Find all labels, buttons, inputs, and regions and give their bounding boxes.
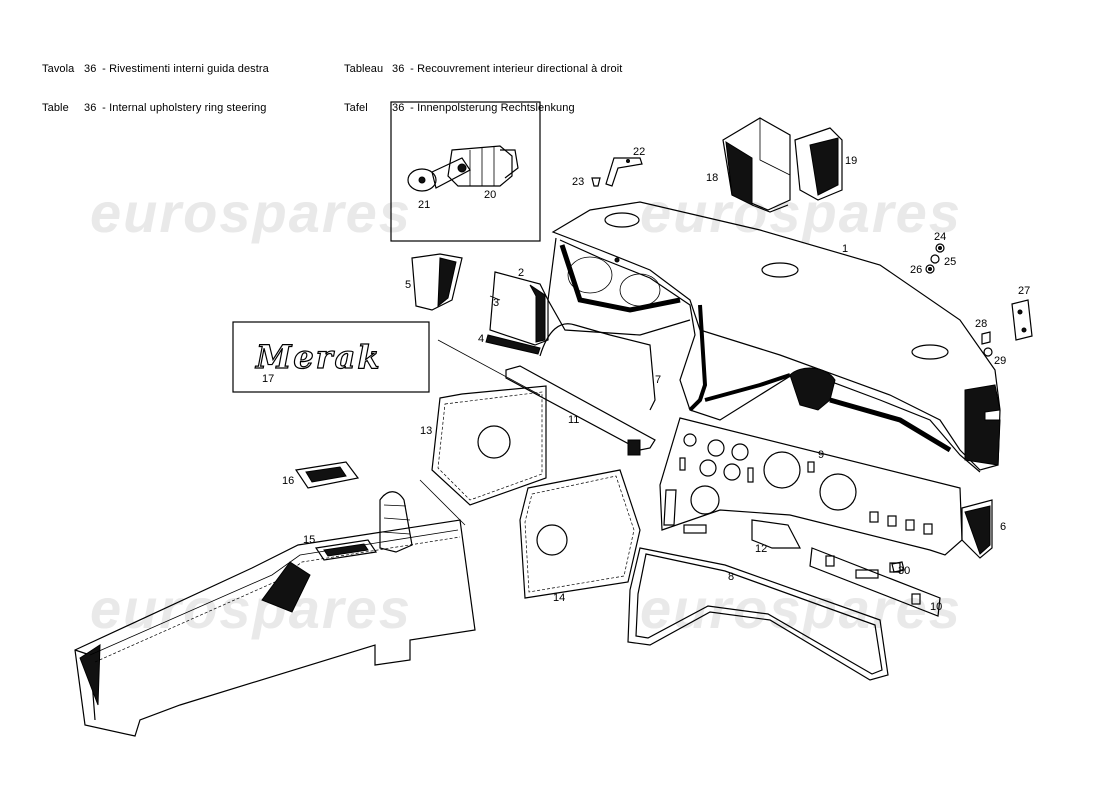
- callout-27: 27: [1018, 285, 1030, 297]
- callout-21: 21: [418, 199, 430, 211]
- callout-12: 12: [755, 543, 767, 555]
- callout-25: 25: [944, 256, 956, 268]
- badge-box: Merak: [232, 321, 430, 393]
- watermark-bottom-left: eurospares: [90, 577, 412, 640]
- callout-30: 30: [898, 565, 910, 577]
- inset-frame: [390, 101, 541, 242]
- inset-box: [390, 101, 541, 242]
- trim-strip: [505, 323, 656, 456]
- small-hardware: [891, 243, 1033, 573]
- callout-26: 26: [910, 264, 922, 276]
- callout-1: 1: [842, 243, 848, 255]
- callout-5: 5: [405, 279, 411, 291]
- badge-frame: [232, 321, 430, 393]
- callout-20: 20: [484, 189, 496, 201]
- trim-pieces: [485, 271, 549, 355]
- callout-8: 8: [728, 571, 734, 583]
- callout-16: 16: [282, 475, 294, 487]
- watermark-bottom-right: eurospares: [640, 577, 962, 640]
- center-console: [74, 479, 476, 737]
- dashboard-main: [547, 201, 1001, 473]
- callout-28: 28: [975, 318, 987, 330]
- vent-duct-parts: [722, 117, 843, 213]
- side-panel-14: [519, 469, 641, 599]
- watermark-top-left: eurospares: [90, 181, 412, 244]
- callout-17: 17: [262, 373, 274, 385]
- callout-4: 4: [478, 333, 484, 345]
- callout-23: 23: [572, 176, 584, 188]
- callout-6: 6: [1000, 521, 1006, 533]
- callout-3: 3: [493, 297, 499, 309]
- bracket-part: [591, 157, 643, 187]
- callout-14: 14: [553, 592, 565, 604]
- callout-19: 19: [845, 155, 857, 167]
- callout-labels: 1 2 3 4 5 6 7 8 9 10 11 12 13 14 15 16 1…: [262, 146, 1030, 613]
- callout-9: 9: [818, 449, 824, 461]
- callout-2: 2: [518, 267, 524, 279]
- side-bracket: [961, 499, 993, 559]
- callout-15: 15: [303, 534, 315, 546]
- ignition-lock-part: [407, 145, 519, 192]
- callout-13: 13: [420, 425, 432, 437]
- callout-11: 11: [568, 414, 579, 426]
- callout-22: 22: [633, 146, 645, 158]
- callout-7: 7: [655, 374, 661, 386]
- leader-lines: [437, 295, 541, 396]
- side-panel-13: [431, 385, 547, 506]
- merak-badge-logo: Merak: [255, 338, 382, 376]
- instrument-panel: [659, 417, 963, 556]
- kick-panel-5: [411, 253, 463, 311]
- trim-ring-16: [294, 461, 360, 489]
- callout-24: 24: [934, 231, 946, 243]
- callout-18: 18: [706, 172, 718, 184]
- seal-gasket: [627, 547, 889, 681]
- cover-plate: [751, 519, 801, 549]
- callout-10: 10: [930, 601, 942, 613]
- callout-29: 29: [994, 355, 1006, 367]
- watermark-top-right: eurospares: [640, 181, 962, 244]
- switch-strip: [809, 547, 941, 617]
